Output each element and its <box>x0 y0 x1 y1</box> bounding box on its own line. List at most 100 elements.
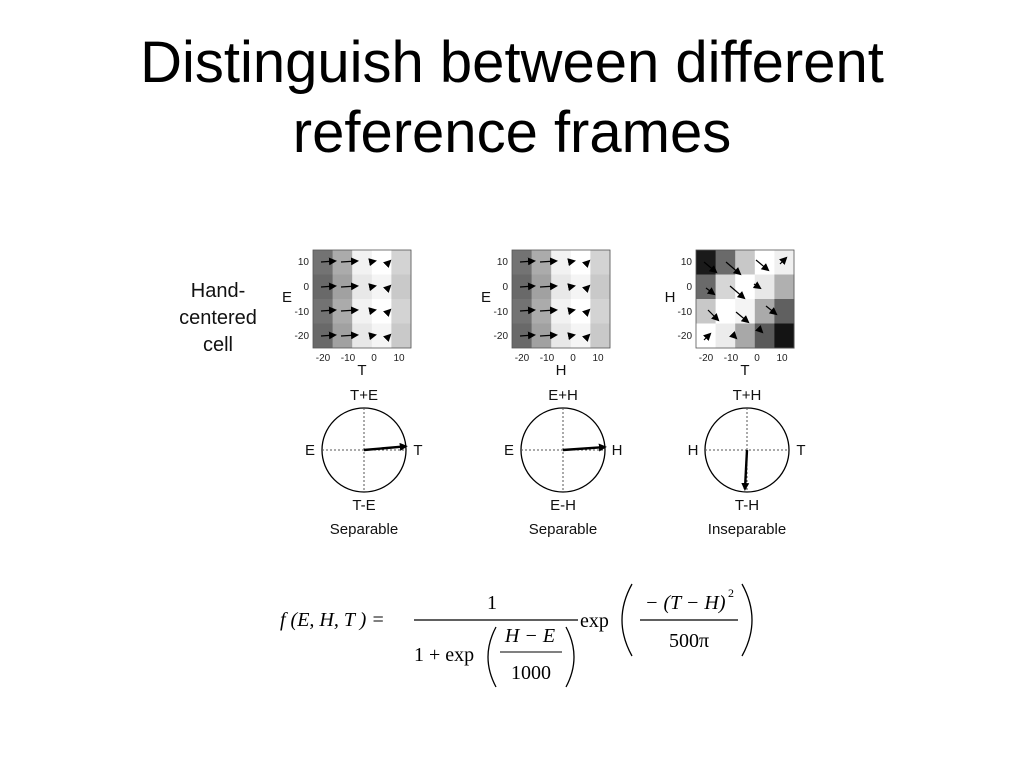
y-tick-label: 10 <box>681 257 693 268</box>
heatmap-cell <box>774 299 795 324</box>
row-label-line-1: Hand- <box>190 280 246 302</box>
x-tick-label: -20 <box>316 353 331 364</box>
diagram-right-label: T <box>796 442 805 459</box>
diagram-caption: Separable <box>330 521 398 538</box>
heatmap-cell <box>715 299 736 324</box>
field-arrow <box>728 330 738 340</box>
y-tick-label: -20 <box>678 331 693 342</box>
y-tick-label: 0 <box>686 282 692 293</box>
title-line-2: reference frames <box>292 100 732 165</box>
y-tick-label: 0 <box>502 282 508 293</box>
heatmap-border <box>312 249 412 349</box>
row-label-hand-centered-cell: Hand- centered cell <box>160 278 276 359</box>
field-arrow <box>735 311 750 324</box>
y-tick-label: 10 <box>298 257 310 268</box>
formula-outer-right-paren <box>741 583 753 657</box>
diagram-left-label: H <box>688 442 699 459</box>
diagram-left-label: E <box>504 442 514 459</box>
field-arrow <box>754 324 764 334</box>
formula-inner-denominator: 1000 <box>511 662 551 684</box>
x-tick-label: 10 <box>776 353 788 364</box>
diagram-left-label: E <box>305 442 315 459</box>
diagram-top-label: E+H <box>548 387 578 404</box>
x-axis-label: H <box>556 362 567 379</box>
x-tick-label: -10 <box>341 353 356 364</box>
field-arrow <box>340 257 359 266</box>
heatmap-border <box>695 249 795 349</box>
heatmap-column <box>313 250 334 348</box>
y-tick-label: -10 <box>494 307 509 318</box>
diagram-caption: Separable <box>529 521 597 538</box>
field-arrow <box>368 307 377 316</box>
y-tick-label: -10 <box>295 307 310 318</box>
heatmap-te <box>312 249 412 349</box>
heatmap-cell <box>735 323 756 349</box>
diagram-bottom-label: T-E <box>352 497 375 514</box>
field-arrow <box>567 258 576 267</box>
field-arrow <box>567 283 576 292</box>
formula-inner-right-paren <box>565 626 575 688</box>
response-vector-arrow <box>562 443 607 452</box>
x-tick-label: -20 <box>515 353 530 364</box>
field-arrow <box>567 307 576 316</box>
x-tick-label: 0 <box>570 353 576 364</box>
field-arrow <box>581 284 591 294</box>
field-arrow <box>755 259 770 272</box>
heatmap-column <box>531 250 552 348</box>
y-tick-label: 0 <box>303 282 309 293</box>
field-arrow <box>320 282 337 291</box>
x-tick-label: -20 <box>699 353 714 364</box>
heatmap-column <box>570 250 591 348</box>
heatmap-column <box>512 250 533 348</box>
row-label-line-2: centered <box>179 307 257 329</box>
field-arrow <box>382 259 392 269</box>
x-tick-label: 0 <box>754 353 760 364</box>
heatmap-cell <box>774 323 795 349</box>
field-arrow <box>519 331 536 340</box>
diagram-right-label: T <box>413 442 422 459</box>
field-arrow <box>320 306 337 315</box>
heatmap-column <box>371 250 392 348</box>
diagram-bottom-label: T-H <box>735 497 759 514</box>
field-arrow <box>581 259 591 269</box>
heatmap-cell <box>735 299 756 324</box>
slide-title: Distinguish between different reference … <box>0 28 1024 168</box>
x-tick-label: 10 <box>393 353 405 364</box>
y-axis-label: H <box>665 289 676 306</box>
diagram-right-label: H <box>612 442 623 459</box>
y-tick-label: -20 <box>295 331 310 342</box>
field-arrow <box>707 309 720 322</box>
heatmap-cell <box>715 323 736 349</box>
field-arrow <box>320 331 337 340</box>
formula-inner-numerator: H − E <box>504 625 555 647</box>
y-tick-label: -10 <box>678 307 693 318</box>
field-arrow <box>382 284 392 294</box>
heatmap-cell <box>774 274 795 300</box>
heatmap-column <box>391 250 412 348</box>
y-axis-label: E <box>282 289 292 306</box>
field-arrow <box>368 258 377 267</box>
heatmap-column <box>332 250 353 348</box>
field-arrow <box>340 306 359 315</box>
formula-lhs: f (E, H, T ) = <box>280 609 385 631</box>
field-arrow <box>519 282 536 291</box>
field-arrow <box>539 282 558 291</box>
x-axis-label: T <box>740 362 749 379</box>
y-tick-label: -20 <box>494 331 509 342</box>
diagram-top-label: T+H <box>733 387 762 404</box>
field-arrow <box>703 261 718 274</box>
field-arrow <box>340 282 359 291</box>
x-tick-label: 0 <box>371 353 377 364</box>
title-line-1: Distinguish between different <box>140 30 884 95</box>
field-arrow <box>382 308 392 318</box>
heatmap-cell <box>754 274 775 300</box>
field-arrow <box>725 261 742 276</box>
field-arrow <box>581 333 591 343</box>
heatmap-border <box>511 249 611 349</box>
field-arrow <box>705 287 716 296</box>
